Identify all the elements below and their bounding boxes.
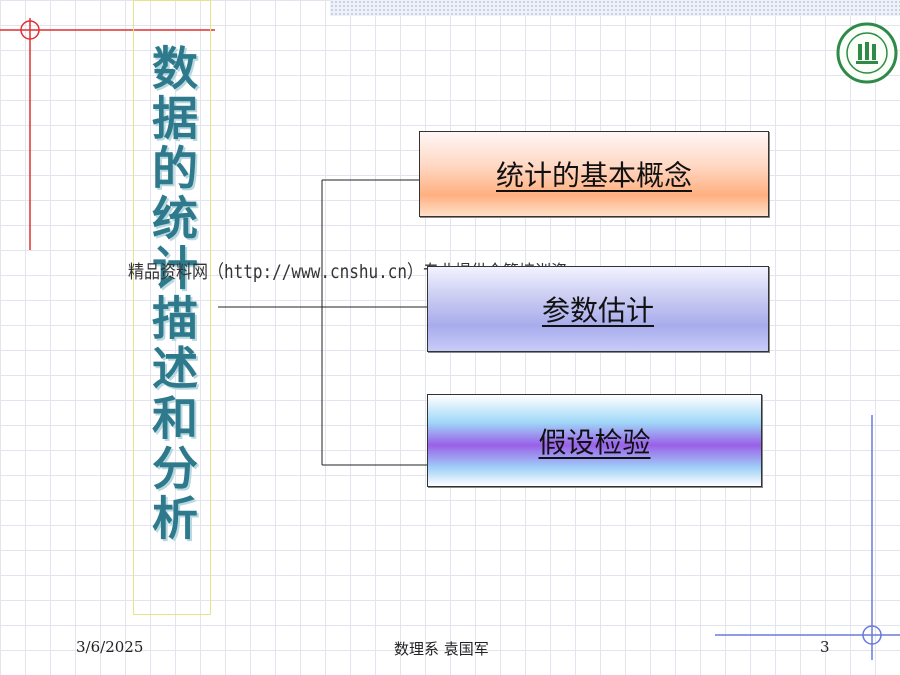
footer-date: 3/6/2025 — [76, 638, 144, 656]
concept-box-label: 参数估计 — [541, 294, 654, 327]
footer-author: 数理系 袁国军 — [394, 640, 489, 658]
concept-box-label: 假设检验 — [538, 425, 651, 459]
concept-box-basic-concepts[interactable]: 统计的基本概念 — [419, 131, 769, 217]
concept-box-label: 统计的基本概念 — [495, 159, 692, 192]
title-frame — [133, 0, 211, 615]
university-seal-icon — [836, 22, 898, 84]
concept-box-parameter-estimation[interactable]: 参数估计 — [427, 266, 769, 352]
slide-title: 数据的统计描述和分析 — [145, 44, 199, 544]
footer-page-number: 3 — [820, 638, 830, 656]
top-band-decoration — [330, 0, 900, 16]
concept-box-hypothesis-testing[interactable]: 假设检验 — [427, 394, 762, 487]
